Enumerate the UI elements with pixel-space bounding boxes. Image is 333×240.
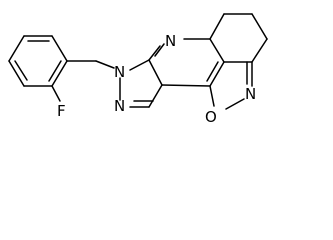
bond (51, 35, 68, 62)
ring-nitrogen-label: N (165, 32, 176, 50)
bond (51, 85, 61, 102)
bond-lines (8, 13, 268, 110)
bond (148, 45, 161, 61)
bond (51, 60, 68, 87)
isoxazole-nitrogen-label: N (245, 85, 256, 103)
bond (209, 61, 225, 87)
pyrazole-n1-label: N (114, 63, 125, 81)
bond (206, 61, 219, 82)
bond (251, 13, 268, 40)
bond (209, 85, 215, 107)
bond (251, 38, 268, 63)
bond (8, 60, 25, 87)
bond (161, 84, 211, 87)
bond (8, 35, 25, 62)
structure-diagram: F N N N O N (8, 13, 268, 126)
pyrazole-n2-label: N (114, 97, 125, 115)
bond (48, 60, 62, 82)
isoxazole-oxygen-label: O (205, 108, 217, 126)
bond (154, 43, 165, 57)
bond (225, 98, 245, 110)
bond (209, 13, 225, 40)
bond (129, 59, 150, 71)
bond (95, 60, 115, 69)
bond (14, 60, 28, 81)
bond (148, 59, 163, 86)
atom-labels: F N N N O N (57, 32, 256, 126)
fluorine-label: F (57, 102, 66, 120)
bond (209, 38, 225, 63)
bond (148, 84, 163, 108)
